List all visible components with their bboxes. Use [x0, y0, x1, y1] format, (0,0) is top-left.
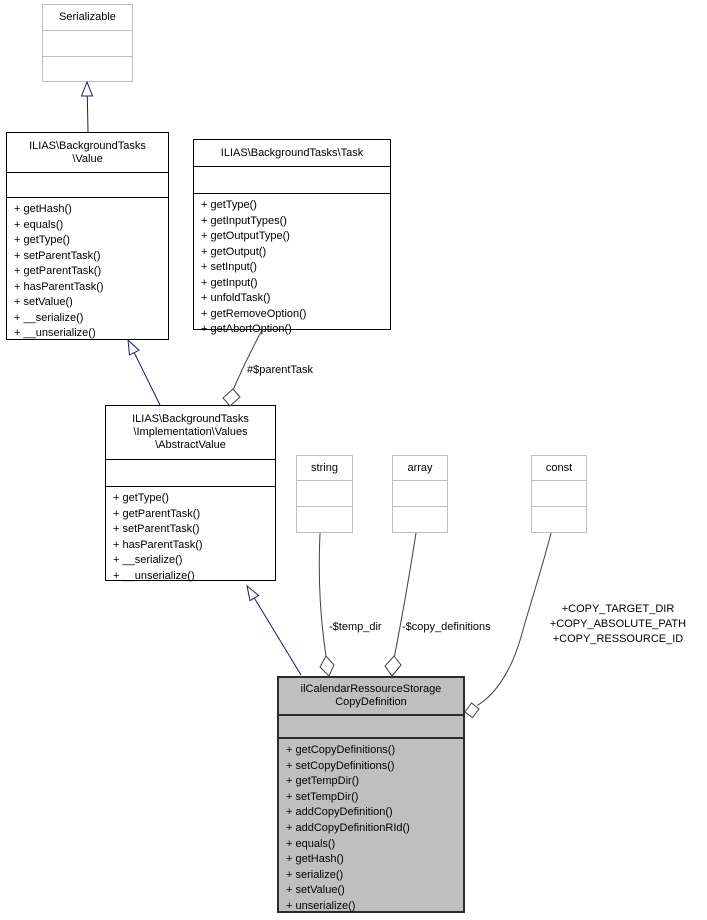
class-title-line: CopyDefinition — [335, 696, 407, 708]
method-entry: + addCopyDefinition() — [286, 806, 393, 819]
class-box-task[interactable]: ILIAS\BackgroundTasks\Task + getType()+ … — [193, 139, 391, 335]
method-entry: + serialize() — [286, 868, 344, 881]
class-title: ILIAS\BackgroundTasks\Task — [194, 140, 390, 167]
methods-compartment: + getHash() + equals() + getType() + setPar… — [7, 198, 168, 342]
class-title-line: ILIAS\BackgroundTasks — [132, 413, 249, 425]
attributes-compartment — [532, 481, 586, 507]
method-entry: + getTempDir() — [286, 775, 360, 788]
method-entry: + getType() — [113, 492, 169, 504]
method-entry: + setValue() — [14, 296, 73, 308]
method-entry: + setInput() — [201, 261, 257, 273]
method-entry: + getHash() — [286, 853, 344, 866]
class-title-line: const — [545, 461, 573, 474]
class-title: Serializable — [43, 5, 132, 31]
class-box-serializable: Serializable — [42, 4, 133, 82]
method-entry: + hasParentTask() — [14, 280, 104, 293]
class-title-line: array — [407, 461, 433, 474]
class-title: ILIAS\BackgroundTasks\Value — [7, 133, 168, 173]
class-box-value[interactable]: ILIAS\BackgroundTasks\Value + getHash()+… — [6, 132, 169, 340]
attributes-compartment — [7, 173, 168, 198]
methods-compartment: + getCopyDefinitions() + setCopyDefinitio… — [279, 739, 463, 915]
method-entry: + getParentTask() — [14, 265, 102, 277]
hollow-triangle-arrowhead — [127, 338, 140, 356]
method-entry: + getParentTask() — [113, 507, 201, 520]
class-title-line: \Value — [72, 152, 103, 165]
class-title-line: ILIAS\BackgroundTasks\Task — [220, 146, 364, 159]
class-title-line: Serializable — [59, 11, 116, 23]
const-member-line: +COPY_RESSOURCE_ID — [552, 633, 684, 645]
attributes-compartment — [279, 716, 463, 739]
method-entry: + setParentTask() — [14, 249, 101, 262]
open-diamond — [319, 655, 335, 677]
open-diamond — [384, 655, 402, 677]
method-entry: + getType() — [14, 234, 70, 246]
method-entry: + getType() — [201, 199, 257, 211]
edge-label-copydefinitions: -$copy_definitions — [402, 621, 491, 633]
method-entry: + equals() — [14, 218, 64, 231]
class-box-abstract-value[interactable]: ILIAS\BackgroundTasks\Implementation\Val… — [105, 405, 276, 584]
open-diamond — [464, 702, 480, 719]
inheritance-edge-main-to-abstractvalue — [246, 584, 302, 676]
method-entry: + __unserialize() — [14, 327, 96, 339]
method-entry: + getCopyDefinitions() — [286, 744, 396, 756]
methods-compartment: + getType() + getParentTask() + setParentT… — [106, 487, 275, 584]
class-title: ILIAS\BackgroundTasks\Implementation\Val… — [106, 406, 275, 460]
edge-label-tempdir: -$temp_dir — [329, 621, 382, 633]
aggregation-edge-array-copydefinitions — [384, 532, 417, 677]
inheritance-edge-value-to-serializable — [80, 80, 94, 133]
method-entry: + equals() — [286, 837, 336, 850]
method-entry: + setCopyDefinitions() — [286, 759, 395, 772]
method-entry: + getHash() — [14, 203, 72, 215]
class-title-line: string — [311, 461, 338, 474]
method-entry: + getInput() — [201, 276, 258, 289]
const-member-line: +COPY_ABSOLUTE_PATH — [549, 618, 687, 630]
methods-compartment: + getType() + getInputTypes() + getOutputT… — [194, 194, 390, 338]
edge-label-const-members: +COPY_TARGET_DIR +COPY_ABSOLUTE_PATH +COPY… — [532, 602, 704, 647]
class-title-line: \Implementation\Values — [133, 426, 248, 438]
aggregation-edge-string-tempdir — [318, 532, 335, 677]
class-box-array: array — [392, 455, 448, 533]
method-entry: + getInputTypes() — [201, 214, 287, 227]
method-entry: + setValue() — [286, 884, 345, 897]
edge-label-parenttask: #$parentTask — [247, 364, 314, 376]
inheritance-edge-abstractvalue-to-value — [127, 338, 161, 406]
class-title-line: ILIAS\BackgroundTasks — [29, 139, 146, 152]
class-title: const — [532, 456, 586, 481]
method-entry: + unserialize() — [286, 899, 356, 912]
class-title-line: \AbstractValue — [155, 439, 226, 451]
method-entry: + __serialize() — [14, 311, 84, 324]
method-entry: + getAbortOption() — [201, 323, 292, 335]
class-box-const: const — [531, 455, 587, 533]
attributes-compartment — [297, 481, 352, 507]
method-entry: + getOutputType() — [201, 230, 290, 242]
attributes-compartment — [393, 481, 447, 507]
method-entry: + unfoldTask() — [201, 292, 271, 304]
class-box-string: string — [296, 455, 353, 533]
attributes-compartment — [194, 167, 390, 194]
hollow-triangle-arrowhead — [246, 584, 260, 602]
attributes-compartment — [43, 31, 132, 57]
const-member-line: +COPY_TARGET_DIR — [561, 603, 675, 615]
hollow-triangle-arrowhead — [80, 80, 94, 97]
method-entry: + setParentTask() — [113, 523, 200, 535]
method-entry: + __unserialize() — [113, 569, 195, 582]
method-entry: + setTempDir() — [286, 790, 359, 803]
method-entry: + getRemoveOption() — [201, 307, 307, 320]
method-entry: + __serialize() — [113, 554, 183, 566]
class-title: string — [297, 456, 352, 481]
class-title: array — [393, 456, 447, 481]
method-entry: + hasParentTask() — [113, 538, 203, 551]
class-title-line: ilCalendarRessourceStorage — [300, 683, 442, 695]
method-entry: + addCopyDefinitionRId() — [286, 821, 410, 834]
open-diamond — [222, 388, 241, 407]
method-entry: + getOutput() — [201, 245, 267, 258]
attributes-compartment — [106, 460, 275, 487]
